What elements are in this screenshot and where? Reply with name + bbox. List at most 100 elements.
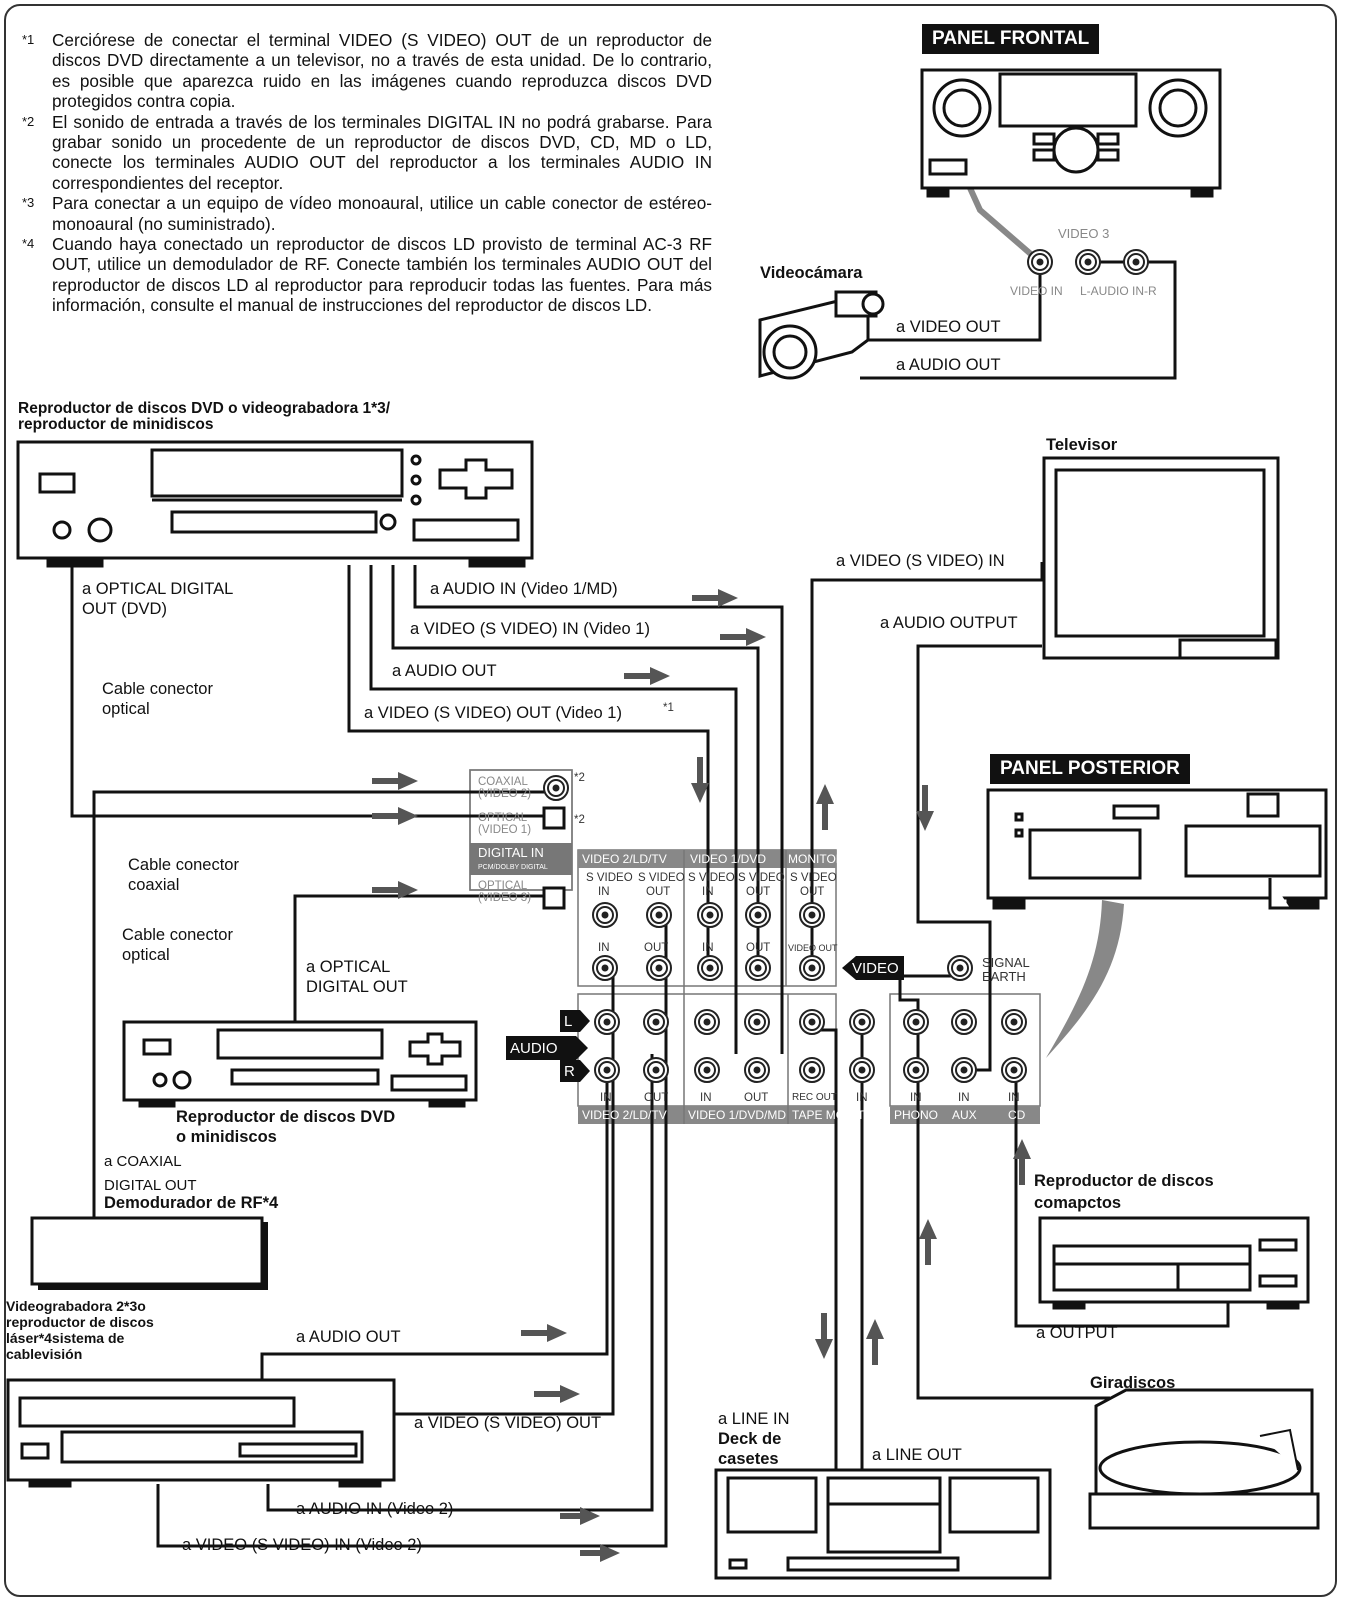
audio-out-top-label: a AUDIO OUT	[392, 662, 497, 680]
videocamara-label: Videocámara	[760, 264, 863, 282]
cam-video-label: a VIDEO OUT	[896, 318, 1001, 336]
a-out-2: OUT	[744, 1092, 769, 1104]
camcorder	[758, 290, 885, 380]
bottom-aux-label: AUX	[952, 1108, 977, 1122]
cd-title-2: comapctos	[1034, 1194, 1122, 1212]
diagram-frame	[4, 4, 1337, 1597]
video3-label: VIDEO 3	[1058, 226, 1110, 241]
optical3-label: OPTICAL	[478, 880, 528, 892]
sv-out-2: OUT	[746, 886, 771, 898]
a-in-6: IN	[1008, 1092, 1020, 1104]
vcr-2	[6, 1378, 396, 1488]
panel-pointer	[1046, 900, 1124, 1058]
s-video-5: S VIDEO	[790, 872, 837, 884]
deck-title-1: Deck de	[718, 1430, 782, 1448]
group-mon-label: MONITOR	[788, 852, 845, 866]
bottom-tape-label: TAPE MONITOR	[792, 1108, 883, 1122]
coaxial-sub: (VIDEO 2)	[478, 788, 532, 800]
video-out-mon: VIDEO OUT	[788, 943, 838, 953]
demod-label: Demodurador de RF*4	[104, 1194, 279, 1212]
rear-panel-title: PANEL POSTERIOR	[990, 754, 1190, 784]
vcr2-audio-out-label: a AUDIO OUT	[296, 1328, 401, 1346]
a-in-2: IN	[700, 1092, 712, 1104]
optical3-sub: (VIDEO 3)	[478, 892, 532, 904]
vcr2-video-out-label: a VIDEO (S VIDEO) OUT	[414, 1414, 602, 1432]
cable-opt-label-1: Cable conector	[102, 680, 213, 698]
rear-panel-receiver	[986, 788, 1328, 910]
tv-audio-label: a AUDIO OUTPUT	[880, 614, 1018, 632]
opt-dvd-label-2: OUT (DVD)	[82, 600, 167, 618]
coax-out-label-2: DIGITAL OUT	[104, 1177, 197, 1194]
vcr2-title-4: cablevisión	[6, 1346, 83, 1362]
a-in-5: IN	[958, 1092, 970, 1104]
sv-in-2: IN	[702, 886, 714, 898]
cable-opt2-label-2: optical	[122, 946, 170, 964]
cam-audio-label: a AUDIO OUT	[896, 356, 1001, 374]
line-out-label: a LINE OUT	[872, 1446, 962, 1464]
television	[1042, 456, 1280, 660]
cable-opt2-label-1: Cable conector	[122, 926, 233, 944]
dvd-mid-title-1: Reproductor de discos DVD	[176, 1108, 396, 1126]
vcr2-video-in-label: a VIDEO (S VIDEO) IN (Video 2)	[182, 1536, 422, 1554]
front-panel-receiver	[920, 68, 1222, 198]
bottom-cd-label: CD	[1008, 1108, 1026, 1122]
vcr2-title-2: reproductor de discos	[6, 1314, 154, 1330]
group-v1-label: VIDEO 1/DVD	[690, 852, 767, 866]
cd-title-1: Reproductor de discos	[1034, 1172, 1214, 1190]
group-v2-label: VIDEO 2/LD/TV	[582, 852, 667, 866]
vcr2-audio-in-label: a AUDIO IN (Video 2)	[296, 1500, 454, 1518]
s-video-4: S VIDEO	[738, 872, 785, 884]
video-tag-label: VIDEO	[852, 960, 899, 977]
mark2-b: *2	[574, 814, 585, 826]
dvd-player-mid	[122, 1020, 478, 1108]
cable-coax-label-1: Cable conector	[128, 856, 239, 874]
sv-in-1: IN	[598, 886, 610, 898]
a-in-4: IN	[910, 1092, 922, 1104]
opt-dvd-label-1: a OPTICAL DIGITAL	[82, 580, 234, 598]
a-in-3: IN	[856, 1092, 868, 1104]
v-in-1: IN	[598, 942, 610, 954]
jacks	[542, 249, 1149, 1083]
optical1-label: OPTICAL	[478, 812, 528, 824]
cable-coax-label-2: coaxial	[128, 876, 180, 894]
dvd-top-title-1: Reproductor de discos DVD o videograbado…	[18, 400, 391, 417]
r-tag-label: R	[564, 1063, 575, 1080]
dvd-mid-title-2: o minidiscos	[176, 1128, 277, 1146]
cassette-deck	[714, 1468, 1052, 1580]
opt-mid-label-2: DIGITAL OUT	[306, 978, 408, 996]
rf-demodulator	[30, 1216, 264, 1286]
opt-mid-label-1: a OPTICAL	[306, 958, 391, 976]
mark2-a: *2	[574, 772, 585, 784]
digital-in-label: DIGITAL IN	[478, 845, 544, 860]
v-out-2: OUT	[746, 942, 771, 954]
bottom-v1-label: VIDEO 1/DVD/MD	[688, 1108, 787, 1122]
video-in-v1-label: a VIDEO (S VIDEO) IN (Video 1)	[410, 620, 650, 638]
optical1-sub: (VIDEO 1)	[478, 824, 532, 836]
video-out-v1-mark: *1	[663, 702, 674, 714]
signal-label-2: EARTH	[982, 969, 1026, 984]
rec-out-label: REC OUT	[792, 1092, 837, 1103]
flow-arrows	[372, 589, 1031, 1562]
v-in-2: IN	[702, 942, 714, 954]
audio-in-label: L-AUDIO IN-R	[1080, 284, 1157, 298]
sv-out-3: OUT	[800, 886, 825, 898]
s-video-1: S VIDEO	[586, 872, 633, 884]
cable-opt-label-2: optical	[102, 700, 150, 718]
cd-player	[1038, 1216, 1310, 1310]
coaxial-label: COAXIAL	[478, 776, 528, 788]
front-panel-title: PANEL FRONTAL	[922, 24, 1100, 54]
a-out-1: OUT	[644, 1092, 669, 1104]
televisor-label: Televisor	[1046, 436, 1118, 454]
dvd-player-top	[16, 440, 534, 568]
signal-label-1: SIGNAL	[982, 955, 1030, 970]
vcr2-title-1: Videograbadora 2*3o	[6, 1298, 146, 1314]
coax-out-label-1: a COAXIAL	[104, 1153, 182, 1170]
deck-title-2: casetes	[718, 1450, 779, 1468]
a-in-1: IN	[600, 1092, 612, 1104]
bottom-phono-label: PHONO	[894, 1108, 939, 1122]
